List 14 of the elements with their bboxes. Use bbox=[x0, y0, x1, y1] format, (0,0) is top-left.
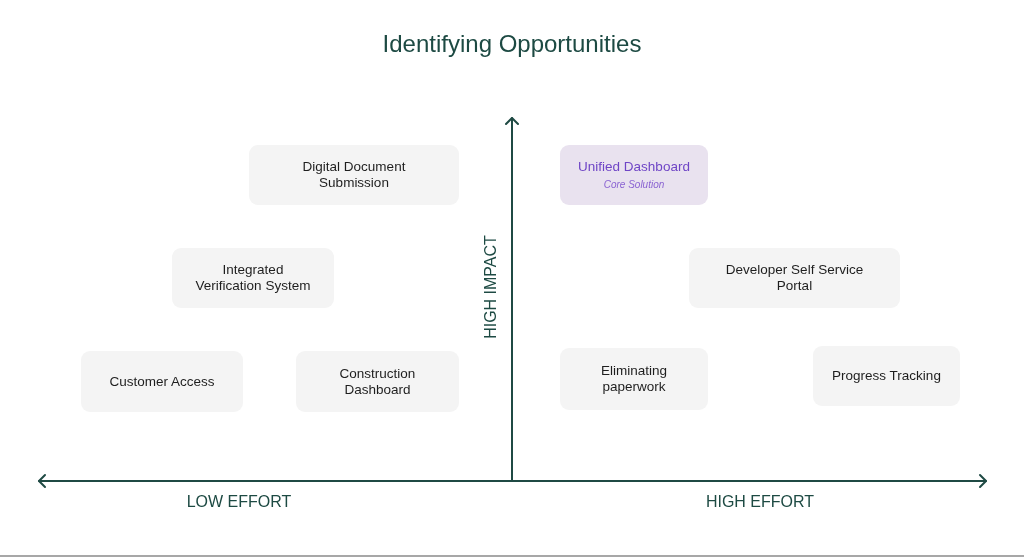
card-title: Construction Dashboard bbox=[338, 365, 417, 398]
card-title: Integrated Verification System bbox=[194, 262, 312, 294]
card-subtitle: Core Solution bbox=[603, 178, 665, 191]
axis-label: HIGH EFFORT bbox=[705, 493, 815, 511]
card-title: Developer Self Service Portal bbox=[724, 262, 865, 294]
card-title: Digital Document Submission bbox=[301, 159, 407, 191]
chart-title: Identifying Opportunities bbox=[382, 30, 642, 58]
card-title: Unified Dashboard bbox=[578, 159, 690, 175]
axis-label: LOW EFFORT bbox=[186, 493, 292, 511]
opportunity-card bbox=[560, 145, 708, 205]
card-title: Progress Tracking bbox=[832, 368, 941, 384]
axis-label: HIGH IMPACT bbox=[482, 235, 500, 339]
card-title: Eliminating paperwork bbox=[600, 363, 668, 395]
card-title: Customer Access bbox=[109, 373, 215, 390]
